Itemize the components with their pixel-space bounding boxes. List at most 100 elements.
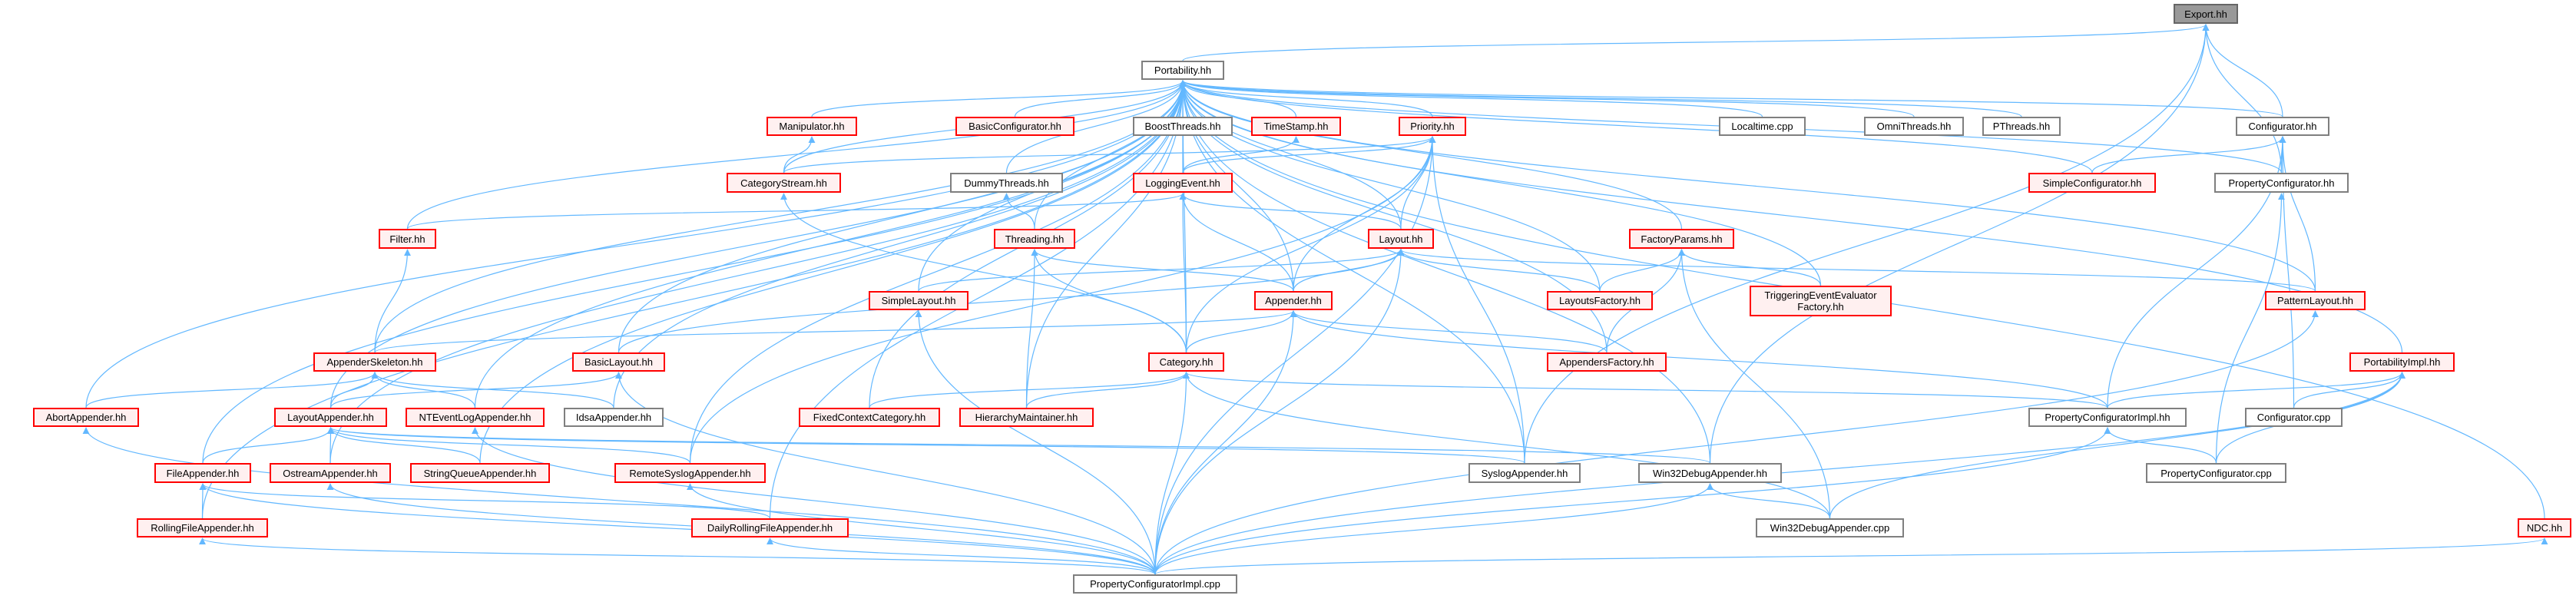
graph-node-fixedcontext[interactable]: FixedContextCategory.hh: [799, 408, 940, 427]
edge-propconfimplcpp-to-category: [1154, 372, 1190, 575]
graph-node-propconfimplhh[interactable]: PropertyConfiguratorImpl.hh: [2028, 408, 2187, 427]
graph-node-configuratorcpp[interactable]: Configurator.cpp: [2245, 408, 2343, 427]
graph-node-basicconfigurator[interactable]: BasicConfigurator.hh: [955, 117, 1074, 136]
edge-simpleconfigurator-to-configurator: [2091, 136, 2286, 174]
graph-node-configurator[interactable]: Configurator.hh: [2236, 117, 2329, 136]
graph-node-triggering[interactable]: TriggeringEventEvaluator Factory.hh: [1750, 286, 1892, 316]
graph-node-boostthreads[interactable]: BoostThreads.hh: [1133, 117, 1233, 136]
graph-node-layoutappender[interactable]: LayoutAppender.hh: [274, 408, 387, 427]
edge-propconfimplcpp-to-fileappender: [199, 483, 1156, 575]
edge-layoutsfactory-to-factoryparams: [1599, 249, 1685, 292]
edge-propconfimplcpp-to-ndc: [1154, 538, 2548, 575]
graph-node-omnithreads[interactable]: OmniThreads.hh: [1864, 117, 1964, 136]
graph-node-idsaappender[interactable]: IdsaAppender.hh: [564, 408, 664, 427]
graph-node-timestamp[interactable]: TimeStamp.hh: [1251, 117, 1341, 136]
edge-fixedcontext-to-category: [869, 372, 1190, 408]
graph-node-localtime[interactable]: Localtime.cpp: [1719, 117, 1806, 136]
edge-propconfimplhh-to-portabilityimpl: [2107, 372, 2405, 408]
edge-layoutappender-to-portability: [329, 80, 1187, 408]
edge-basicconfigurator-to-portability: [1014, 80, 1187, 117]
edge-propconfimplcpp-to-appender: [1154, 310, 1297, 575]
edge-propconfimplcpp-to-nteventlog: [472, 427, 1156, 575]
edge-win32hh-to-layoutappender: [327, 427, 1711, 464]
edge-appenderskeleton-to-filter: [374, 249, 411, 353]
edge-appender-to-loggingevent: [1179, 193, 1294, 292]
graph-node-patternlayout[interactable]: PatternLayout.hh: [2265, 291, 2366, 310]
graph-node-category[interactable]: Category.hh: [1148, 352, 1224, 372]
edge-propconfcpp-to-propconfimplhh: [2104, 427, 2217, 464]
graph-node-priority[interactable]: Priority.hh: [1399, 117, 1466, 136]
edge-categorystream-to-priority: [783, 136, 1436, 174]
graph-node-portability[interactable]: Portability.hh: [1141, 61, 1224, 80]
graph-node-nteventlog[interactable]: NTEventLogAppender.hh: [406, 408, 545, 427]
edge-configurator-to-portability: [1179, 80, 2283, 117]
edge-nteventlog-to-appenderskeleton: [371, 372, 476, 408]
graph-node-layoutsfactory[interactable]: LayoutsFactory.hh: [1547, 291, 1653, 310]
edge-simpleconfigurator-to-portability: [1179, 80, 2093, 174]
graph-node-propconfimplcpp[interactable]: PropertyConfiguratorImpl.cpp: [1073, 574, 1237, 594]
graph-node-loggingevent[interactable]: LoggingEvent.hh: [1133, 173, 1233, 193]
graph-node-hierarchy[interactable]: HierarchyMaintainer.hh: [959, 408, 1094, 427]
graph-node-propertyconfigurator[interactable]: PropertyConfigurator.hh: [2214, 173, 2349, 193]
graph-node-pthreads[interactable]: PThreads.hh: [1982, 117, 2061, 136]
edge-remotesyslog-to-priority: [689, 136, 1436, 464]
graph-node-simplelayout[interactable]: SimpleLayout.hh: [869, 291, 968, 310]
edge-manipulator-to-portability: [811, 80, 1187, 117]
graph-node-remotesyslog[interactable]: RemoteSyslogAppender.hh: [614, 463, 766, 483]
graph-node-manipulator[interactable]: Manipulator.hh: [767, 117, 857, 136]
edge-syslogappender-to-priority: [1429, 136, 1525, 464]
graph-node-propconfcpp[interactable]: PropertyConfigurator.cpp: [2146, 463, 2286, 483]
edge-abortappender-to-appenderskeleton: [85, 372, 379, 408]
graph-node-syslogappender[interactable]: SyslogAppender.hh: [1468, 463, 1581, 483]
edge-hierarchy-to-threading: [1025, 249, 1038, 408]
edge-category-to-appender: [1185, 310, 1297, 353]
graph-node-win32cpp[interactable]: Win32DebugAppender.cpp: [1756, 518, 1904, 538]
graph-node-abortappender[interactable]: AbortAppender.hh: [33, 408, 139, 427]
edge-basiclayout-to-portability: [618, 80, 1187, 353]
graph-node-threading[interactable]: Threading.hh: [994, 229, 1075, 249]
edge-appenderskeleton-to-appender: [374, 310, 1297, 353]
graph-node-appendersfactory[interactable]: AppendersFactory.hh: [1547, 352, 1667, 372]
graph-node-layout[interactable]: Layout.hh: [1368, 229, 1434, 249]
graph-node-win32hh[interactable]: Win32DebugAppender.hh: [1638, 463, 1782, 483]
graph-node-dummythreads[interactable]: DummyThreads.hh: [950, 173, 1063, 193]
edge-propconfcpp-to-propertyconfigurator: [2215, 193, 2285, 464]
graph-node-appenderskeleton[interactable]: AppenderSkeleton.hh: [313, 352, 436, 372]
edge-syslogappender-to-layoutappender: [327, 427, 1525, 464]
edge-hierarchy-to-portability: [1025, 80, 1187, 408]
graph-node-ostreamappender[interactable]: OstreamAppender.hh: [270, 463, 391, 483]
graph-node-appender[interactable]: Appender.hh: [1254, 291, 1333, 310]
graph-node-rollingfile[interactable]: RollingFileAppender.hh: [137, 518, 268, 538]
edge-configurator-to-export: [2202, 24, 2283, 117]
graph-node-basiclayout[interactable]: BasicLayout.hh: [572, 352, 665, 372]
edge-filter-to-portability: [406, 80, 1187, 230]
graph-node-simpleconfigurator[interactable]: SimpleConfigurator.hh: [2028, 173, 2156, 193]
edge-propconfimplcpp-to-remotesyslog: [687, 483, 1156, 575]
edge-win32cpp-to-win32hh: [1707, 483, 1831, 519]
graph-node-fileappender[interactable]: FileAppender.hh: [154, 463, 251, 483]
edge-layoutsfactory-to-layout: [1397, 249, 1601, 292]
edge-win32hh-to-export: [1709, 24, 2210, 464]
edge-propconfimplcpp-to-abortappender: [82, 427, 1156, 575]
edge-fileappender-to-portability: [202, 80, 1187, 464]
edge-layout-to-loggingevent: [1179, 193, 1402, 230]
graph-node-filter[interactable]: Filter.hh: [379, 229, 436, 249]
graph-node-ndc[interactable]: NDC.hh: [2518, 518, 2571, 538]
graph-node-categorystream[interactable]: CategoryStream.hh: [727, 173, 841, 193]
edge-win32hh-to-portability: [1179, 80, 1711, 464]
edge-ostreamappender-to-portability: [329, 80, 1187, 464]
edge-win32cpp-to-portabilityimpl: [1829, 372, 2405, 519]
edge-triggering-to-factoryparams: [1678, 249, 1822, 286]
edge-propconfimplhh-to-category: [1183, 372, 2108, 408]
graph-node-factoryparams[interactable]: FactoryParams.hh: [1629, 229, 1734, 249]
edge-pthreads-to-portability: [1179, 80, 2022, 117]
edge-layout-to-portability: [1179, 80, 1402, 230]
edge-idsaappender-to-appenderskeleton: [371, 372, 614, 408]
graph-node-portabilityimpl[interactable]: PortabilityImpl.hh: [2349, 352, 2455, 372]
graph-node-export[interactable]: Export.hh: [2174, 4, 2238, 24]
graph-node-dailyrolling[interactable]: DailyRollingFileAppender.hh: [691, 518, 849, 538]
edge-propconfimplcpp-to-propconfimplhh: [1154, 427, 2111, 575]
edge-patternlayout-to-layout: [1397, 249, 2316, 292]
edge-propconfimplcpp-to-rollingfile: [199, 538, 1156, 575]
graph-node-stringqueue[interactable]: StringQueueAppender.hh: [410, 463, 550, 483]
